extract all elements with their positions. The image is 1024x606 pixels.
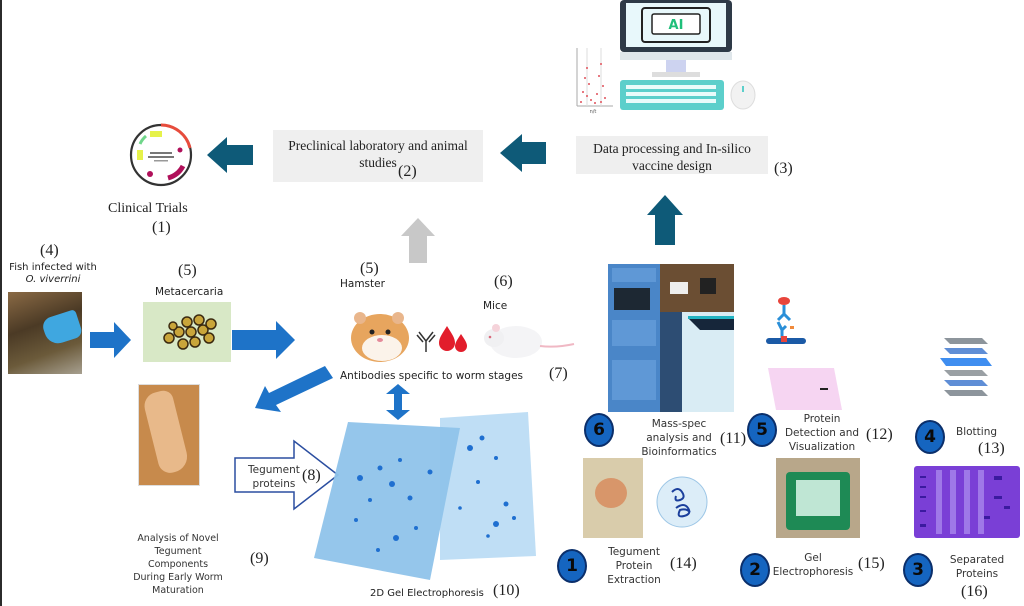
plasmid-map-icon xyxy=(129,123,193,187)
data-processing-line1: Data processing and In-silico xyxy=(593,141,751,156)
extraction-photo xyxy=(583,458,643,538)
step-5-number: (12) xyxy=(866,426,893,443)
step-3-label: Separated Proteins xyxy=(949,554,1005,580)
arrow-up-gray-icon xyxy=(401,218,435,263)
fish-label: Fish infected with O. viverrini xyxy=(9,262,97,285)
antibody-detection-diagram xyxy=(766,297,806,344)
tank-shape xyxy=(786,472,850,530)
preclinical-label-line2: studies xyxy=(359,155,397,170)
metacercaria-number: (5) xyxy=(178,262,197,279)
metacercaria-photo xyxy=(143,302,231,362)
scatter-chart-icon: n/t xyxy=(576,48,613,115)
data-processing-box: Data processing and In-silico vaccine de… xyxy=(576,136,768,174)
mouse-image xyxy=(484,324,575,358)
blot-membrane-image xyxy=(768,368,842,410)
gel-2d-label: 2D Gel Electrophoresis xyxy=(370,588,484,599)
tegument-proteins-number: (8) xyxy=(302,467,321,484)
arrow-right-blue-icon xyxy=(232,321,295,359)
antibody-icon xyxy=(416,331,436,352)
step-2-label: Gel Electrophoresis xyxy=(772,552,854,578)
arrow-right-blue-icon xyxy=(90,322,131,358)
preclinical-label-line1: Preclinical laboratory and animal xyxy=(288,138,468,153)
preclinical-box: Preclinical laboratory and animal studie… xyxy=(273,130,483,182)
arrow-down-left-icon xyxy=(255,366,333,412)
worm-shape xyxy=(141,388,191,476)
antibodies-number: (7) xyxy=(549,365,568,382)
arrow-left-icon xyxy=(500,134,546,172)
step-1-label: Tegument Protein Extraction xyxy=(607,546,661,586)
tissue-shape xyxy=(595,478,627,508)
step-2-number: (15) xyxy=(858,555,885,572)
double-arrow-icon xyxy=(386,384,410,420)
step-1-badge: 1 xyxy=(557,549,587,583)
hamster-image xyxy=(351,312,409,362)
step-5-label: Protein Detection and Visualization xyxy=(784,413,860,453)
mice-number: (6) xyxy=(494,273,513,290)
step-4-number: (13) xyxy=(978,440,1005,457)
data-processing-number: (3) xyxy=(774,160,793,177)
worm-analysis-number: (9) xyxy=(250,550,269,567)
data-processing-line2: vaccine design xyxy=(632,158,712,173)
step-6-label: Mass-spec analysis and Bioinformatics xyxy=(641,418,717,458)
frame-border xyxy=(0,0,2,606)
arrow-left-icon xyxy=(207,137,253,173)
antibodies-label: Antibodies specific to worm stages xyxy=(340,370,524,382)
gel-2d-image xyxy=(314,412,536,580)
clinical-trials-number: (1) xyxy=(152,219,171,236)
fish-number: (4) xyxy=(40,242,59,259)
protein-coil-icon xyxy=(656,476,708,528)
step-1-number: (14) xyxy=(670,555,697,572)
glove-shape xyxy=(40,309,84,347)
worm-photo xyxy=(138,384,200,486)
worm-analysis-label: Analysis of Novel Tegument Components Du… xyxy=(133,533,223,596)
ai-computer-icon: AI xyxy=(620,0,756,110)
step-2-badge: 2 xyxy=(740,553,770,587)
mass-spec-instrument-image xyxy=(608,264,734,412)
separated-proteins-gel-image xyxy=(914,466,1020,538)
svg-text:n/t: n/t xyxy=(590,109,597,115)
gel-2d-number: (10) xyxy=(493,582,520,599)
preclinical-number: (2) xyxy=(398,163,417,180)
step-3-badge: 3 xyxy=(903,553,933,587)
tegument-arrow-icon xyxy=(234,439,340,511)
arrow-up-icon xyxy=(647,195,683,245)
mice-label: Mice xyxy=(483,300,508,312)
tegument-proteins-label: Tegument proteins xyxy=(248,464,300,490)
clinical-trials-label: Clinical Trials xyxy=(108,201,188,216)
step-3-number: (16) xyxy=(961,583,988,600)
step-6-badge: 6 xyxy=(584,413,614,447)
gel-electrophoresis-photo xyxy=(776,458,860,538)
step-5-badge: 5 xyxy=(747,413,777,447)
svg-text:AI: AI xyxy=(669,18,684,33)
fish-photo xyxy=(8,292,84,374)
metacercaria-label: Metacercaria xyxy=(155,286,224,298)
blotting-stack-image xyxy=(940,338,992,396)
blood-drops-icon xyxy=(439,326,467,352)
step-4-label: Blotting xyxy=(956,426,998,438)
tank-window xyxy=(796,480,840,516)
step-6-number: (11) xyxy=(720,430,747,447)
step-4-badge: 4 xyxy=(915,420,945,454)
hamster-number: (5) xyxy=(360,260,379,277)
hamster-label: Hamster xyxy=(340,278,385,290)
